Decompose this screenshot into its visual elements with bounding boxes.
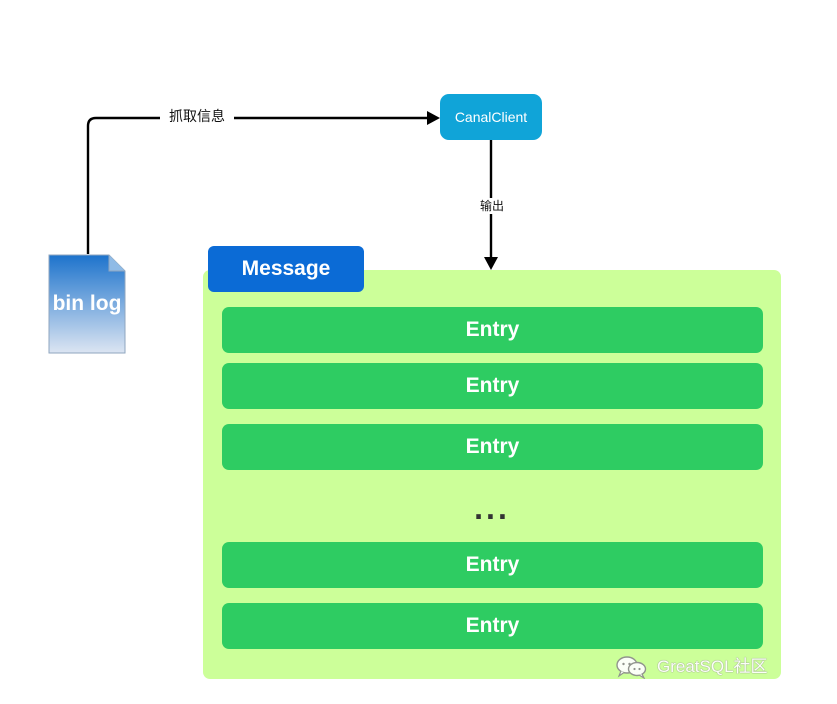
watermark-text: GreatSQL社区 bbox=[657, 657, 768, 676]
output-arrow-head-icon bbox=[484, 257, 498, 270]
document-icon bbox=[48, 254, 126, 354]
binlog-document-node: bin log bbox=[48, 254, 126, 354]
binlog-label: bin log bbox=[52, 292, 122, 315]
output-edge-label: 输出 bbox=[477, 198, 507, 214]
entry-ellipsis: ... bbox=[474, 490, 510, 526]
entry-row-1: Entry bbox=[222, 307, 763, 353]
fetch-arrow-head-icon bbox=[427, 111, 440, 125]
entry-row-4: Entry bbox=[222, 542, 763, 588]
watermark: GreatSQL社区 bbox=[613, 654, 768, 680]
fetch-edge-label: 抓取信息 bbox=[160, 108, 234, 124]
wechat-icon bbox=[613, 655, 651, 679]
fetch-connector-line bbox=[86, 116, 428, 254]
entry-row-2: Entry bbox=[222, 363, 763, 409]
message-header: Message bbox=[208, 246, 364, 292]
canal-client-node: CanalClient bbox=[440, 94, 542, 140]
entry-row-5: Entry bbox=[222, 603, 763, 649]
entry-row-3: Entry bbox=[222, 424, 763, 470]
